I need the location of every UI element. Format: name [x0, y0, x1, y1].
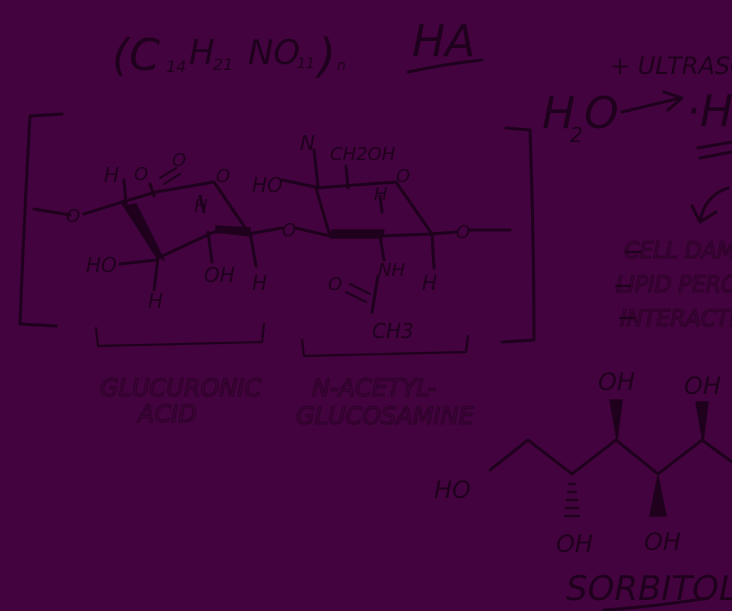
- link-oxygen-left: O: [66, 206, 80, 227]
- wedge-bond-right: [215, 225, 251, 237]
- bond-o-c1-nag: [294, 226, 332, 238]
- atom-ho: HO: [86, 253, 117, 277]
- acetyl-double-a: [348, 282, 372, 296]
- glucuronic-label-line-1: GLUCURONIC: [100, 374, 261, 402]
- double-bond-a: [158, 166, 178, 180]
- molecular-formula: (C 14 H 21 NO 11 ) n: [112, 29, 346, 83]
- double-bond-b: [162, 172, 182, 186]
- nag-label-line-1: N-ACETYL-: [312, 374, 436, 402]
- reaction-arrow: [620, 90, 684, 114]
- atom-h-top: H: [104, 163, 119, 187]
- bond-link-right: [430, 230, 458, 236]
- effect-cell-damage: CELL DAMAGE: [624, 239, 732, 264]
- formula-n-subscript: n: [337, 58, 346, 74]
- sorbitol-structure: HO OH OH OH OH SORBITOL: [434, 368, 732, 611]
- sorbitol-underline: [602, 596, 710, 611]
- water-o: O: [584, 88, 619, 139]
- bond-h-right: [248, 230, 258, 268]
- sorbitol-ho: HO: [434, 476, 471, 504]
- formula-close: ): [315, 29, 336, 83]
- bond-acetyl: [370, 274, 380, 314]
- formula-h: H: [189, 33, 215, 73]
- ha-underline: [406, 58, 484, 74]
- bond-inner-h: [198, 194, 206, 214]
- formula-h-subscript: 21: [213, 55, 233, 74]
- ha-abbreviation: HA: [406, 16, 484, 74]
- sorbitol-wedge-top-2: [695, 401, 709, 443]
- sorbitol-zigzag: [488, 438, 732, 476]
- wedge-bond-left: [125, 203, 165, 261]
- link-oxygen-right: O: [456, 222, 470, 243]
- bond-link-mid: [246, 226, 284, 236]
- glucuronic-acid-label: GLUCURONIC ACID: [99, 373, 262, 428]
- bond-oh: [206, 230, 214, 264]
- formula-open: (C: [112, 30, 160, 81]
- atom-h-right: H: [252, 271, 267, 295]
- n-acetyl-glucosamine-label: N-ACETYL- GLUCOSAMINE: [295, 373, 475, 430]
- atom-ring-oxygen: O: [216, 166, 230, 187]
- sorbitol-wedge-top-1: [609, 399, 623, 441]
- sorbitol-hashed-bond: [563, 482, 581, 518]
- atom-oh: OH: [204, 263, 235, 287]
- formula-no-subscript: 11: [297, 56, 315, 72]
- equals-strokes: [696, 140, 732, 160]
- effect-interaction: INTERACTION: [620, 307, 732, 332]
- atom-n: N: [300, 131, 315, 155]
- atom-nh: NH: [378, 260, 405, 281]
- acetyl-double-b: [344, 290, 368, 304]
- effects-arrow: [690, 186, 730, 224]
- left-polymer-bracket: [18, 112, 64, 328]
- atom-o-carboxyl: O: [134, 164, 148, 185]
- bond-inner-h-nag: [378, 194, 384, 214]
- nag-wedge-bond: [329, 229, 385, 239]
- sorbitol-oh-top-1: OH: [598, 368, 635, 396]
- bond-c-h-top: [122, 178, 128, 206]
- n-acetyl-glucosamine-ring: O N CH2OH HO O H NH H O O CH3: [252, 131, 512, 343]
- atom-h-inner-nag: H: [374, 184, 388, 205]
- ha-label: HA: [412, 16, 475, 67]
- atom-h-inner: H: [194, 196, 208, 217]
- atom-ring-oxygen-nag: O: [396, 166, 410, 187]
- atom-ho-nag: HO: [252, 173, 283, 197]
- nag-label-line-2: GLUCOSAMINE: [296, 402, 475, 430]
- hydrogen-radical: ·H: [686, 86, 732, 137]
- link-oxygen-middle: O: [282, 220, 296, 241]
- glucuronic-brace: [94, 322, 266, 348]
- bond-o-c1: [82, 200, 124, 216]
- bond-carboxyl: [148, 182, 156, 198]
- atom-o-acetyl: O: [328, 274, 342, 295]
- atom-o-double: O: [172, 150, 186, 171]
- ultrasound-label: + ULTRASOUND: [610, 52, 732, 80]
- right-polymer-bracket: [500, 126, 536, 344]
- atom-ch3: CH3: [372, 319, 414, 343]
- sorbitol-name: SORBITOL: [566, 569, 732, 609]
- bond-h-right-nag: [430, 232, 436, 270]
- atom-h-bottom: H: [148, 289, 163, 313]
- bond-c-h-down: [152, 256, 160, 292]
- effect-lipid-peroxidation: LIPID PEROXIDATION: [616, 273, 732, 298]
- sorbitol-oh-top-2: OH: [684, 372, 721, 400]
- atom-h-right-nag: H: [422, 271, 437, 295]
- formula-no: NO: [248, 33, 300, 73]
- atom-ch2oh: CH2OH: [330, 144, 396, 165]
- bond-ho: [118, 258, 158, 266]
- bond-n: [312, 148, 320, 188]
- water-subscript: 2: [570, 123, 583, 147]
- glucuronic-acid-ring: O H O O O H HO H OH H: [32, 150, 284, 313]
- formula-c-subscript: 14: [166, 57, 186, 76]
- water-h: H: [542, 88, 575, 139]
- chain-bond-left: [32, 207, 72, 217]
- sorbitol-oh-bottom-2: OH: [644, 528, 681, 556]
- glucuronic-label-line-2: ACID: [136, 400, 197, 428]
- ultrasound-reaction: + ULTRASOUND H 2 O ·H: [542, 52, 732, 224]
- bond-ho-nag: [280, 178, 322, 190]
- bond-ch2oh: [344, 164, 350, 190]
- bond-nh: [378, 234, 386, 262]
- effects-list: CELL DAMAGE LIPID PEROXIDATION INTERACTI…: [614, 238, 732, 333]
- sorbitol-oh-bottom-1: OH: [556, 530, 593, 558]
- sorbitol-wedge-bottom: [649, 475, 667, 517]
- nag-brace: [300, 334, 470, 358]
